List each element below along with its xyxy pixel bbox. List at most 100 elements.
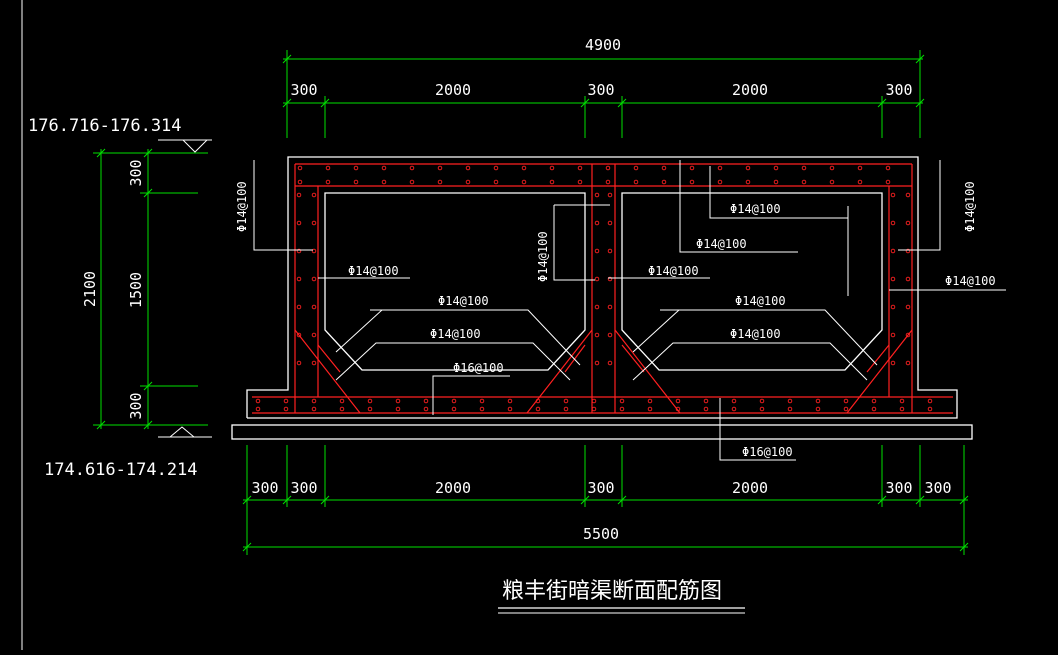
rebar-dot xyxy=(325,179,331,185)
label-outer-wall-right: Φ14@100 xyxy=(963,181,977,232)
rebar-dot xyxy=(395,398,401,404)
label-haunch-upper-left: Φ14@100 xyxy=(438,294,489,308)
left-dimension-texts: 2100 300 1500 300 xyxy=(81,159,145,419)
label-outer-wall-left: Φ14@100 xyxy=(235,181,249,232)
top-dimensions xyxy=(282,50,925,138)
rebar-dot xyxy=(325,165,331,171)
rebar-dot xyxy=(605,179,611,185)
label-haunch-lower-left: Φ14@100 xyxy=(430,327,481,341)
rebar-dot xyxy=(311,406,317,412)
label-haunch-lower-right: Φ14@100 xyxy=(730,327,781,341)
dim-top-total: 4900 xyxy=(585,36,621,54)
rebar-dot xyxy=(296,332,302,338)
bottom-dimension-texts: 300 300 2000 300 2000 300 300 5500 xyxy=(251,479,951,543)
rebar-dot xyxy=(535,398,541,404)
rebar-dot xyxy=(591,406,597,412)
rebar-dot xyxy=(535,406,541,412)
rebar-dot xyxy=(296,304,302,310)
label-top-slab-top: Φ14@100 xyxy=(696,237,747,251)
rebar-dot xyxy=(451,398,457,404)
rebar-dot xyxy=(731,406,737,412)
rebar-dot xyxy=(905,192,911,198)
rebar-dot xyxy=(703,406,709,412)
rebar-dot xyxy=(745,179,751,185)
rebar-dot xyxy=(619,406,625,412)
rebar-dot xyxy=(890,360,896,366)
rebar-dot xyxy=(905,360,911,366)
rebar-dot xyxy=(594,332,600,338)
dim-bot-wall-left: 300 xyxy=(290,479,317,497)
rebar-dot xyxy=(381,179,387,185)
rebar-dot xyxy=(283,398,289,404)
rebar-dot xyxy=(607,220,613,226)
rebar-dot xyxy=(367,398,373,404)
rebar-dot xyxy=(594,276,600,282)
label-mid-wall-left: Φ14@100 xyxy=(536,231,550,282)
rebar-dot xyxy=(549,165,555,171)
dim-left-clear-height: 1500 xyxy=(127,272,145,308)
rebar-dot xyxy=(367,406,373,412)
top-dimension-texts: 4900 300 2000 300 2000 300 xyxy=(290,36,912,99)
rebar-dot xyxy=(255,398,261,404)
rebar-dot xyxy=(619,398,625,404)
leader-lines xyxy=(253,160,1006,461)
rebar-dot xyxy=(675,398,681,404)
rebar-dot xyxy=(759,398,765,404)
rebar-dot xyxy=(423,406,429,412)
rebar-dot xyxy=(717,179,723,185)
rebar-dot xyxy=(311,276,317,282)
rebar-dot xyxy=(296,248,302,254)
rebar-dot xyxy=(507,406,513,412)
rebar-dot xyxy=(577,179,583,185)
rebar-dot xyxy=(507,398,513,404)
dim-bot-wall-right: 300 xyxy=(885,479,912,497)
dim-top-cell-left: 2000 xyxy=(435,81,471,99)
rebar-dot xyxy=(296,192,302,198)
rebar-dot xyxy=(773,165,779,171)
drawing-title: 粮丰街暗渠断面配筋图 xyxy=(502,579,722,604)
rebar-dot xyxy=(311,398,317,404)
rebar-dot xyxy=(607,276,613,282)
label-haunch-upper-right: Φ14@100 xyxy=(735,294,786,308)
label-bottom-slab-bottom: Φ16@100 xyxy=(742,445,793,459)
rebar-dot xyxy=(890,192,896,198)
rebar-dot xyxy=(353,179,359,185)
rebar-dot xyxy=(381,165,387,171)
rebar-dot xyxy=(703,398,709,404)
rebar-dot xyxy=(493,179,499,185)
rebar-dot xyxy=(905,220,911,226)
rebar-dot xyxy=(607,332,613,338)
rebar-dot xyxy=(311,220,317,226)
dim-bot-total: 5500 xyxy=(583,525,619,543)
rebar-dot xyxy=(563,398,569,404)
rebar-dots xyxy=(255,165,933,412)
label-mid-wall-right: Φ14@100 xyxy=(648,264,699,278)
dim-left-bottom-slab: 300 xyxy=(127,392,145,419)
rebar-dot xyxy=(594,192,600,198)
rebar-dot xyxy=(857,165,863,171)
rebar-dot xyxy=(829,165,835,171)
dim-left-total: 2100 xyxy=(81,271,99,307)
rebar-dot xyxy=(465,165,471,171)
rebar-dot xyxy=(647,406,653,412)
rebar-dot xyxy=(773,179,779,185)
bottom-dimensions xyxy=(242,445,969,555)
rebar-dot xyxy=(829,179,835,185)
rebar-dot xyxy=(871,406,877,412)
concrete-outline xyxy=(231,156,973,440)
rebar-dot xyxy=(843,406,849,412)
rebar-dot xyxy=(423,398,429,404)
label-bottom-slab-top: Φ16@100 xyxy=(453,361,504,375)
rebar-dot xyxy=(311,360,317,366)
rebar-dot xyxy=(787,406,793,412)
rebar-dot xyxy=(689,165,695,171)
rebar-dot xyxy=(899,406,905,412)
rebar-dot xyxy=(717,165,723,171)
rebar-dot xyxy=(607,304,613,310)
rebar-dot xyxy=(339,398,345,404)
dim-bot-footing-right: 300 xyxy=(924,479,951,497)
rebar-dot xyxy=(451,406,457,412)
rebar-dot xyxy=(607,360,613,366)
label-inner-wall-right: Φ14@100 xyxy=(945,274,996,288)
